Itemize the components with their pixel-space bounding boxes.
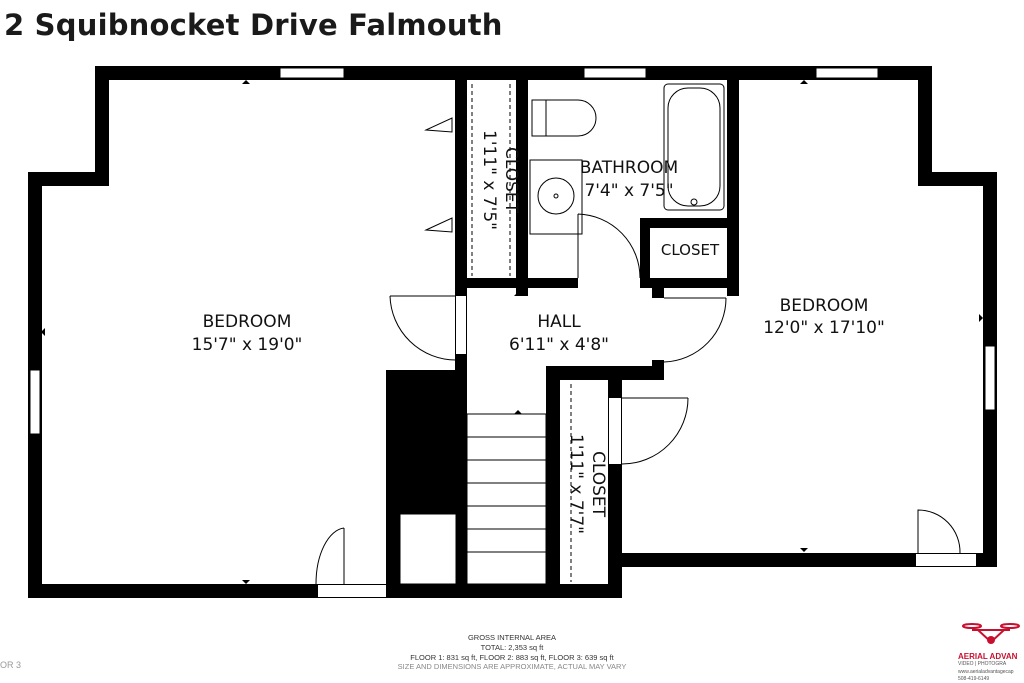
small-closet-name: CLOSET xyxy=(661,241,720,259)
bathroom-name: BATHROOM xyxy=(580,158,678,178)
area-disclaimer: SIZE AND DIMENSIONS ARE APPROXIMATE, ACT… xyxy=(397,662,627,671)
room-labels: BEDROOM 15'7" x 19'0" BATHROOM 7'4" x 7'… xyxy=(192,130,885,534)
logo-url: www.aerialadvantagecap xyxy=(958,669,1014,675)
logo-phone: 508-419-6149 xyxy=(958,676,990,682)
bedroom-right-name: BEDROOM xyxy=(780,296,869,316)
drone-icon xyxy=(962,623,1020,644)
hall-name: HALL xyxy=(537,312,581,332)
hall-dims: 6'11" x 4'8" xyxy=(509,335,609,355)
bathroom-dims: 7'4" x 7'5" xyxy=(584,181,673,201)
mid-closet-name: CLOSET xyxy=(588,451,608,518)
area-floors: FLOOR 1: 831 sq ft, FLOOR 2: 883 sq ft, … xyxy=(410,653,614,662)
bathroom-fixtures xyxy=(529,83,725,235)
logo-subtitle: VIDEO | PHOTOGRA xyxy=(958,661,1007,667)
logo-brand: AERIAL ADVAN xyxy=(958,652,1018,661)
dimension-lines xyxy=(471,84,572,582)
bedroom-left-dims: 15'7" x 19'0" xyxy=(192,335,303,355)
top-closet-name: CLOSET xyxy=(501,147,521,214)
floor-tag: OR 3 xyxy=(0,660,22,670)
top-closet-dims: 1'11" x 7'5" xyxy=(479,130,499,230)
page-title: 2 Squibnocket Drive Falmouth xyxy=(4,8,503,42)
bedroom-left-name: BEDROOM xyxy=(203,312,292,332)
wall-markers xyxy=(41,80,983,584)
door-openings xyxy=(318,278,976,597)
area-heading: GROSS INTERNAL AREA xyxy=(467,633,557,642)
area-total: TOTAL: 2,353 sq ft xyxy=(480,643,544,652)
windows xyxy=(29,67,996,435)
company-logo: AERIAL ADVAN VIDEO | PHOTOGRA www.aerial… xyxy=(958,620,1024,682)
mid-closet-dims: 1'11" x 7'7" xyxy=(566,434,586,534)
exterior-walls xyxy=(28,66,997,598)
doors xyxy=(315,117,961,585)
staircase xyxy=(399,413,547,585)
bedroom-right-dims: 12'0" x 17'10" xyxy=(763,318,885,338)
